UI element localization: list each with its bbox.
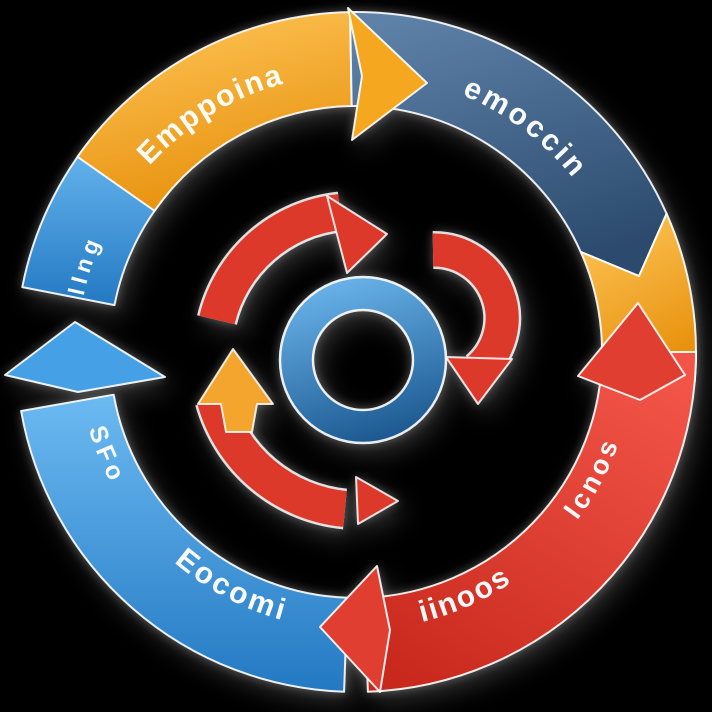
- red-left-arrowhead-icon: [319, 565, 391, 693]
- cycle-arc-top: [199, 194, 343, 325]
- segment-blue-main: [20, 393, 349, 693]
- blue-ring-icon: [278, 275, 448, 445]
- segment-red: [363, 351, 697, 693]
- center-cycle-icon: [195, 191, 522, 530]
- cycle-arc-right: [432, 233, 519, 383]
- outer-ring: [4, 7, 697, 693]
- yellow-arrowhead-icon: [347, 7, 428, 141]
- blue-up-arrowhead-icon: [4, 321, 166, 393]
- small-up-arrow-icon: [197, 348, 274, 433]
- segment-navy: [349, 11, 668, 278]
- cycle-arrowhead-top-icon: [326, 195, 388, 274]
- cycle-arc-bottom: [197, 394, 348, 527]
- cycle-arrowhead-bottom-icon: [355, 476, 399, 525]
- red-up-arrowhead-icon: [577, 302, 686, 401]
- cycle-arrowhead-right-icon: [445, 356, 513, 405]
